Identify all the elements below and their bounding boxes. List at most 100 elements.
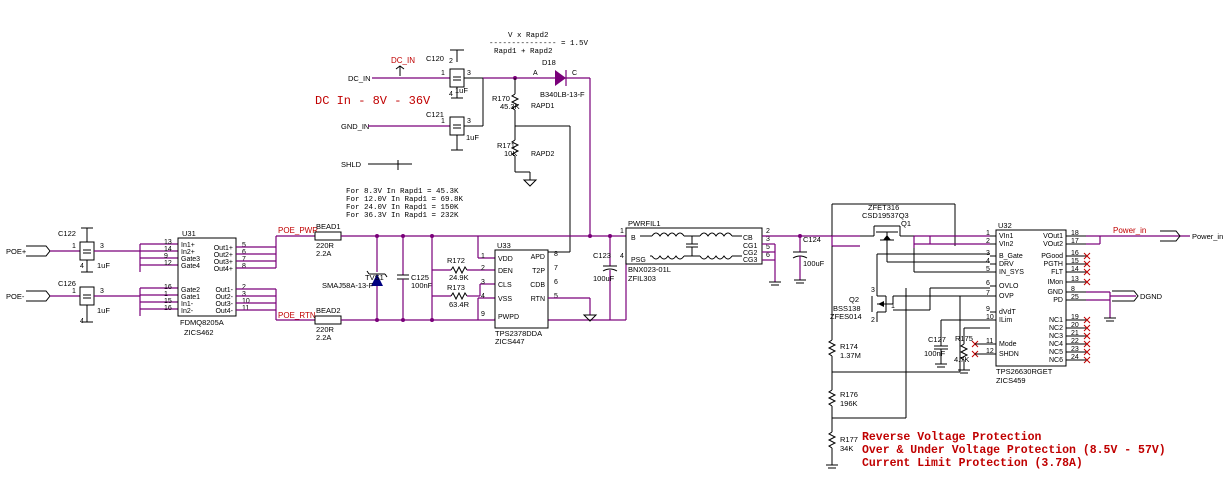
- u31-ref: U31: [182, 229, 196, 238]
- u31-pin-num-left: 14: [164, 246, 172, 253]
- c126-val: 1uF: [97, 306, 110, 315]
- pwrfil1-p3: 3: [766, 236, 770, 243]
- u31-pin-left: Gate1: [181, 294, 200, 301]
- c122-ref: C122: [58, 229, 76, 238]
- c120-val: 1uF: [455, 86, 468, 95]
- bead2-body: [314, 315, 342, 325]
- net-poe-pwr: POE_PWR: [278, 226, 318, 235]
- bead2-val: 2.2A: [316, 333, 331, 342]
- u32-pin-left: DRV: [999, 261, 1014, 268]
- c123-val: 100uF: [593, 274, 615, 283]
- formula-divider: --------------- = 1.5V: [489, 40, 589, 48]
- u31-pin-right: Out1+: [214, 245, 233, 252]
- u33-body: [494, 249, 549, 329]
- u32-pin-num-right: 24: [1071, 354, 1079, 361]
- no-connect-mark: [1083, 324, 1091, 332]
- no-connect-mark: [1083, 278, 1091, 286]
- c123-ref: C123: [593, 251, 611, 260]
- c122-val: 1uF: [97, 261, 110, 270]
- u31-pin-left: In1-: [181, 301, 194, 308]
- u31-pin-right: Out4+: [214, 266, 233, 273]
- c124-ref: C124: [803, 235, 821, 244]
- c126-ref: C126: [58, 279, 76, 288]
- r176-ref: R176: [840, 390, 858, 399]
- u33-part: TPS2378DDA: [495, 329, 542, 338]
- c125-val: 100nF: [411, 281, 433, 290]
- u31-pin-left: Gate3: [181, 256, 200, 263]
- d18-ref: D18: [542, 58, 556, 67]
- u32-pin-num-right: 8: [1071, 286, 1075, 293]
- u31-pin-left: Gate4: [181, 263, 200, 270]
- u32-pin-num-right: 18: [1071, 230, 1079, 237]
- u31-pin-left: In2-: [181, 308, 194, 315]
- dc-in-flag: [395, 65, 405, 76]
- rapd-row-4: For 36.3V In Rapd1 = 232K: [346, 212, 459, 220]
- u31-pin-num-left: 12: [164, 260, 172, 267]
- d18-diode: [555, 70, 567, 86]
- u31-zics: ZICS462: [184, 328, 214, 337]
- u32-pin-num-left: 9: [986, 306, 990, 313]
- u32-pin-left: Mode: [999, 341, 1017, 348]
- pwrfil1-pin-psg: PSG: [631, 257, 646, 264]
- r171-ref: R171: [497, 141, 515, 150]
- pwrfil1-pin-cg1: CG1: [743, 243, 758, 250]
- u33-pin-right: RTN: [531, 296, 545, 303]
- svg-text:3: 3: [467, 118, 471, 125]
- svg-text:4: 4: [80, 263, 84, 270]
- u32-pin-num-left: 11: [986, 338, 993, 345]
- net-poe-rtn: POE_RTN: [278, 311, 316, 320]
- net-dc-in: DC_IN: [391, 56, 415, 65]
- u31-pin-num-left: 16: [164, 284, 172, 291]
- u32-pin-right: PD: [1053, 297, 1063, 304]
- svg-text:3: 3: [467, 70, 471, 77]
- u33-pin-num-right: 6: [554, 279, 558, 286]
- u32-pin-right: VOut1: [1043, 233, 1063, 240]
- u32-pin-num-right: 22: [1071, 338, 1079, 345]
- c125-ref: C125: [411, 273, 429, 282]
- u32-pin-num-right: 23: [1071, 346, 1079, 353]
- u32-pin-right: IMon: [1047, 279, 1063, 286]
- u32-pin-num-right: 16: [1071, 250, 1079, 257]
- bead1-ref: BEAD1: [316, 222, 341, 231]
- port-poe-plus: POE+: [6, 247, 27, 256]
- u33-ref: U33: [497, 241, 511, 250]
- svg-text:1: 1: [72, 288, 76, 295]
- u33-pin-right: T2P: [532, 268, 545, 275]
- no-connect-mark: [1083, 252, 1091, 260]
- pwrfil1-pin-cb: CB: [743, 235, 753, 242]
- svg-text:2: 2: [871, 317, 875, 324]
- u31-pin-left: In2+: [181, 249, 195, 256]
- u31-pin-num-left: 16: [164, 305, 172, 312]
- port-dc-in: DC_IN: [348, 74, 371, 83]
- q2-zics: ZFES014: [830, 312, 862, 321]
- u33-pin-left: PWPD: [498, 314, 519, 321]
- u31-pin-num-right: 5: [242, 242, 246, 249]
- u33-pin-num-right: 5: [554, 293, 558, 300]
- u32-pin-right: NC1: [1049, 317, 1063, 324]
- formula-denominator: Rapd1 + Rapd2: [494, 48, 553, 56]
- note-current: Current Limit Protection (3.78A): [862, 457, 1083, 470]
- svg-text:2: 2: [449, 58, 453, 65]
- u32-pin-num-left: 4: [986, 258, 990, 265]
- dc-in-title: DC In - 8V - 36V: [315, 94, 431, 108]
- c121-val: 1uF: [466, 133, 479, 142]
- u32-pin-num-right: 17: [1071, 238, 1079, 245]
- note-ovuv: Over & Under Voltage Protection (8.5V - …: [862, 444, 1166, 457]
- u32-pin-num-left: 5: [986, 266, 990, 273]
- c126-body: [79, 286, 95, 306]
- pwrfil1-pin-b: B: [631, 235, 636, 242]
- u33-pin-num-left: 2: [481, 265, 485, 272]
- u31-pin-num-right: 3: [242, 291, 246, 298]
- q1-mosfet: [860, 225, 914, 262]
- u32-pin-right: NC3: [1049, 333, 1063, 340]
- u33-pin-left: VDD: [498, 256, 513, 263]
- u32-pin-num-left: 1: [986, 230, 990, 237]
- no-connect-mark: [1083, 332, 1091, 340]
- r173-val: 63.4R: [449, 300, 470, 309]
- u32-pin-right: VOut2: [1043, 241, 1063, 248]
- r170-body: [510, 93, 520, 111]
- protection-notes: Reverse Voltage Protection Over & Under …: [862, 431, 1166, 470]
